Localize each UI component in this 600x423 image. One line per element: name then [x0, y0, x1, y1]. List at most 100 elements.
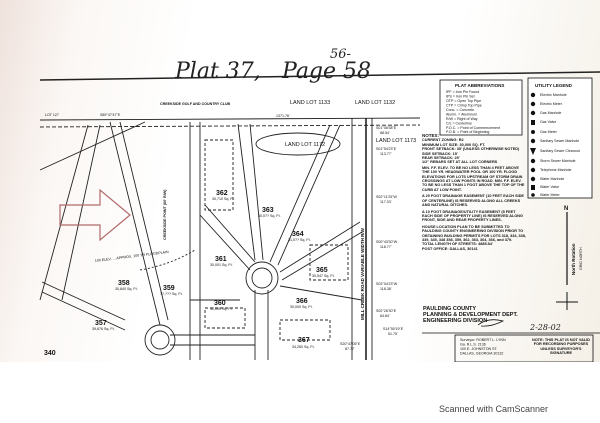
legend-item: Water Meter: [540, 193, 560, 197]
lot-area: 30,547 Sq. Ft.: [312, 274, 335, 278]
bearing: S02°11'25"W: [376, 195, 398, 199]
camscanner-watermark: Scanned with CamScanner: [0, 404, 600, 414]
plat-drawing: Plat 37, Page 58 56-: [39, 47, 600, 363]
lot-number: 365: [316, 267, 328, 274]
land-lot-1132-label: LAND LOT 1132: [355, 100, 395, 106]
note-item: REAR SETBACK: 25': [422, 156, 460, 161]
abbreviation: Alumn. = Aluminum: [446, 113, 477, 117]
bearing: S01°08'38"E: [376, 126, 397, 130]
lot-number: 366: [296, 298, 308, 305]
lot-area: 30,001 Sq. Ft.: [210, 263, 233, 267]
note-item: SIDE SETBACK: 15': [422, 151, 458, 156]
lot-area: 30,000 Sq. Ft.: [290, 305, 313, 309]
legend-item: Gas Meter: [540, 130, 558, 134]
signature: [477, 319, 505, 327]
watermark-text: Scanned with CamScanner: [438, 404, 548, 414]
legend-item: Sanitary Sewer Manhole: [540, 139, 579, 143]
distance: 87.77': [345, 347, 355, 351]
north-arrow: N North Rotation GRID NORTH: [556, 206, 583, 310]
lot-number: 362: [216, 190, 228, 197]
surveyor-line: Ga. R.L.S. 2136: [460, 343, 486, 347]
abbreviation: R/W = Right of Way: [446, 117, 478, 121]
creekside-point-street-label: CREEKSIDE POINT (60' R/W): [163, 189, 167, 240]
note-item: TOTAL LENGTH OF STREETS: 4885.84': [422, 242, 493, 247]
distance: 118.77': [380, 245, 392, 249]
land-lot-1173-label: LAND LOT 1173: [376, 138, 416, 144]
handwritten-page-number: Page 58: [281, 59, 371, 84]
bearing: S00°43'30"W: [376, 240, 398, 244]
lot-labels: 357 39,676 Sq. Ft. 358 30,840 Sq. Ft. 35…: [44, 190, 335, 357]
subdivision-linework: [39, 117, 421, 360]
lot-number: 358: [118, 280, 130, 287]
legend-item: Telephone Manhole: [540, 168, 571, 172]
abbreviation: Conc. = Concrete: [446, 108, 474, 112]
bearing: S03°04'23"W: [376, 282, 398, 286]
lot-area: 30,840 Sq. Ft.: [115, 287, 138, 291]
note-item: MIN. F.F. ELEV. TO BE NO LESS THAN 4 FEE…: [422, 165, 525, 192]
note-item: CURRENT ZONING: R2: [422, 138, 464, 143]
abbreviations-title: PLAT ABBREVIATIONS: [455, 83, 504, 88]
note-item: HOUSE LOCATION PLAN TO BE SUBMITTED TO P…: [422, 224, 526, 242]
distance: 64.84': [380, 314, 390, 318]
mill-creek-road-label: MILL CREEK ROAD VARIABLE WIDTH R/W: [360, 227, 365, 320]
lot-number: 360: [214, 300, 226, 307]
note-item: MINIMUM LOT SIZE: 30,000 SQ. FT.: [422, 142, 486, 147]
note-item: POST OFFICE: DALLAS, 30141: [422, 246, 478, 251]
note-item: FRONT SETBACK: 35' (UNLESS OTHERWISE NOT…: [422, 147, 520, 152]
notes-block: NOTES: CURRENT ZONING: R2 MINIMUM LOT SI…: [422, 133, 526, 251]
utility-legend-box: UTILITY LEGEND Electric Manhole Electric…: [527, 77, 593, 199]
north-arrow-sub: GRID NORTH: [579, 247, 583, 270]
abbreviation: IPS = Iron Pin Set: [446, 95, 475, 99]
distance: 118.38': [380, 287, 392, 291]
approval-line: PLANNING & DEVELOPMENT DEPT.: [423, 312, 518, 318]
top-border-line: [39, 71, 600, 81]
lot-number: 357: [95, 320, 107, 327]
lot-area: ??,??? Sq. Ft.: [160, 292, 183, 296]
legend-item: Electric Manhole: [540, 93, 567, 97]
distance: 51.75': [388, 332, 398, 336]
surveyor-line: 100 E. JOHNSTON ST.: [460, 347, 497, 351]
lot-area: 30,0?? Sq. Ft.: [258, 214, 281, 218]
note-item: A 10 FOOT DRAINAGE/UTILITY EASEMENT (5 F…: [422, 209, 523, 223]
lot-area: 30,000 Sq. Ft.: [210, 307, 233, 311]
abbreviation: IPF = Iron Pin Found: [446, 90, 479, 94]
land-lot-1133-label: LAND LOT 1133: [290, 100, 330, 106]
abbreviation: P.O.C. = Point of Commencement: [446, 126, 500, 130]
surveyor-line: DALLAS, GEORGIA 30132: [460, 352, 503, 356]
lot-number: 361: [215, 256, 227, 263]
abbreviation: P.O.B. = Point of Beginning: [446, 130, 489, 134]
lot-127-label: LOT 127: [45, 113, 59, 117]
validity-note: NOTE: THIS PLAT IS NOT VALID FOR RECORDI…: [531, 338, 591, 355]
distance: 117.03': [380, 200, 392, 204]
lot-area: 31,0?? Sq. Ft.: [288, 238, 311, 242]
handwritten-page-prefix: 56-: [330, 47, 351, 62]
lot-number: 340: [44, 350, 56, 357]
lot-number: 364: [292, 231, 304, 238]
approval-line: PAULDING COUNTY: [423, 306, 476, 312]
boundary-calls: S01°08'38"E 88.54' S01°54'23"E 113.77' S…: [340, 126, 404, 351]
distance: 88.54': [380, 131, 390, 135]
north-arrow-label: North Rotation: [571, 243, 576, 275]
approval-line: ENGINEERING DIVISION: [423, 318, 487, 324]
utility-symbol-icons: [530, 92, 536, 197]
legend-item: Storm Sewer Manhole: [540, 159, 576, 163]
bearing: S14°50'19"E: [383, 327, 404, 331]
distance: 113.77': [380, 152, 392, 156]
handwritten-plat-number: Plat 37,: [174, 59, 261, 84]
lot-area: 30,710 Sq. Ft.: [212, 197, 235, 201]
abbreviation: CTP = Crimp Top Pipe: [446, 104, 482, 108]
utility-legend-title: UTILITY LEGEND: [535, 83, 573, 88]
legend-item: Sanitary Sewer Cleanout: [540, 149, 580, 153]
lot-number: 367: [298, 337, 310, 344]
lot-area: 34,260 Sq. Ft.: [292, 345, 315, 349]
bearing: S02°26'30"E: [376, 309, 397, 313]
lot-area: 39,676 Sq. Ft.: [92, 327, 115, 331]
legend-item: Gas Valve: [540, 120, 556, 124]
floodplain-label: 100 ELEV. ... APPROX. 100 YR FLOODPLAIN: [95, 250, 170, 263]
legend-item: Gas Manhole: [540, 111, 561, 115]
bearing: S20°47'05"E: [340, 342, 361, 346]
approval-date: 2-28-02: [529, 323, 561, 332]
abbreviation: OTP = Open Top Pipe: [446, 99, 481, 103]
north-letter: N: [564, 206, 568, 212]
top-distance: 1371.76': [276, 114, 290, 118]
